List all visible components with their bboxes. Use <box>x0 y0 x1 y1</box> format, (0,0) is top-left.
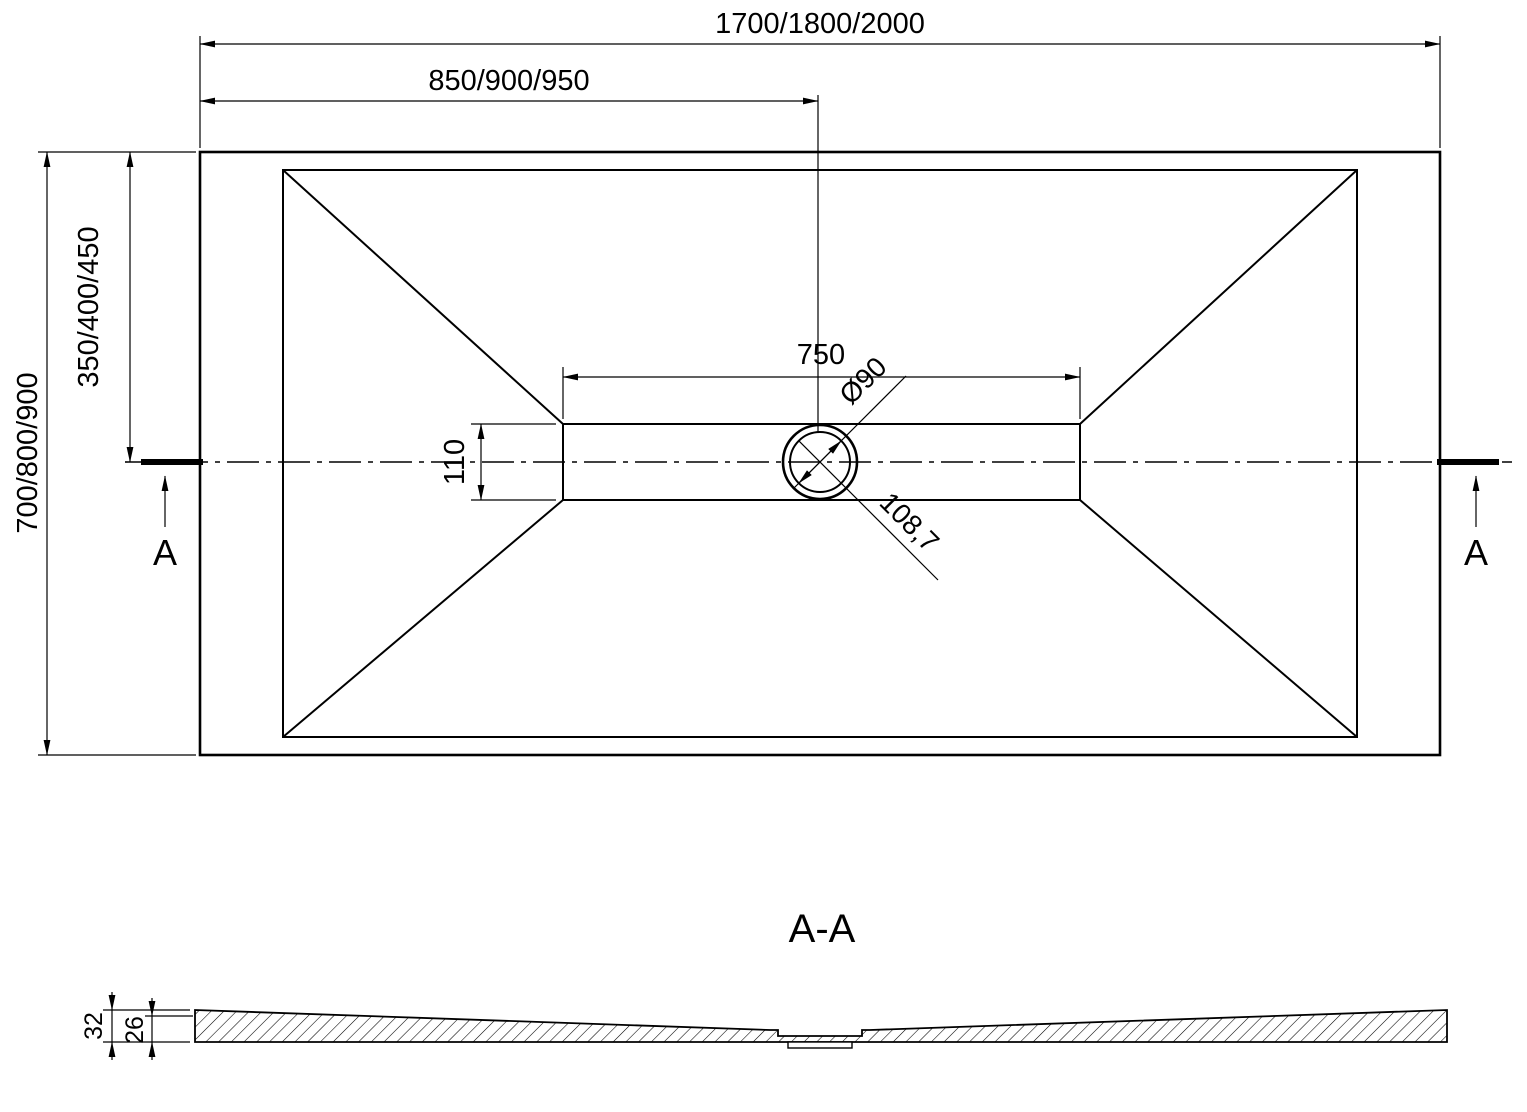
drain-flange-notch <box>787 1041 853 1049</box>
dim-channel-length-label: 750 <box>797 339 845 371</box>
dim-section-inner-height-label: 26 <box>121 1016 149 1044</box>
dim-half-depth-label: 350/400/450 <box>73 226 105 387</box>
dim-channel-width: 110 <box>439 423 556 501</box>
section-marker-left-label: A <box>153 532 177 573</box>
section-cut-right: A <box>1437 459 1499 573</box>
slope-line-top-right <box>1079 169 1358 425</box>
top-view: 1700/1800/2000 850/900/950 700/800/900 3… <box>12 8 1512 757</box>
section-view: A-A 32 26 <box>80 907 1448 1060</box>
section-title: A-A <box>789 907 856 951</box>
tray-outer-edge <box>198 150 1442 757</box>
slope-line-top-left <box>282 169 564 425</box>
slope-line-bottom-right <box>1079 499 1358 738</box>
section-cut-left: A <box>141 459 203 573</box>
dim-total-width-label: 1700/1800/2000 <box>715 8 925 40</box>
dim-drain-note-label: 108,7 <box>874 486 945 557</box>
dim-total-width: 1700/1800/2000 <box>199 8 1441 148</box>
dim-half-width-label: 850/900/950 <box>428 65 589 97</box>
tray-inner-edge <box>282 169 1358 738</box>
drain-inner-circle <box>789 431 851 493</box>
dim-channel-width-label: 110 <box>439 439 471 485</box>
section-marker-right-label: A <box>1464 532 1488 573</box>
dim-section-total-height: 32 <box>80 992 190 1060</box>
drain-diameter-arrow-sw <box>798 461 821 484</box>
drain-offset-leader <box>798 440 939 581</box>
dim-channel-length: 750 <box>562 339 1081 419</box>
dim-section-total-height-label: 32 <box>80 1012 108 1040</box>
section-body <box>194 1009 1448 1043</box>
drain-diameter-arrow-ne <box>819 440 842 463</box>
slope-line-bottom-left <box>282 499 564 738</box>
dim-half-width: 850/900/950 <box>199 65 819 432</box>
dim-total-depth: 700/800/900 <box>12 151 196 756</box>
dim-total-depth-label: 700/800/900 <box>12 372 44 533</box>
dim-section-inner-height: 26 <box>121 998 193 1060</box>
drain-outer-circle <box>781 423 859 501</box>
dim-half-depth: 350/400/450 <box>73 151 134 463</box>
